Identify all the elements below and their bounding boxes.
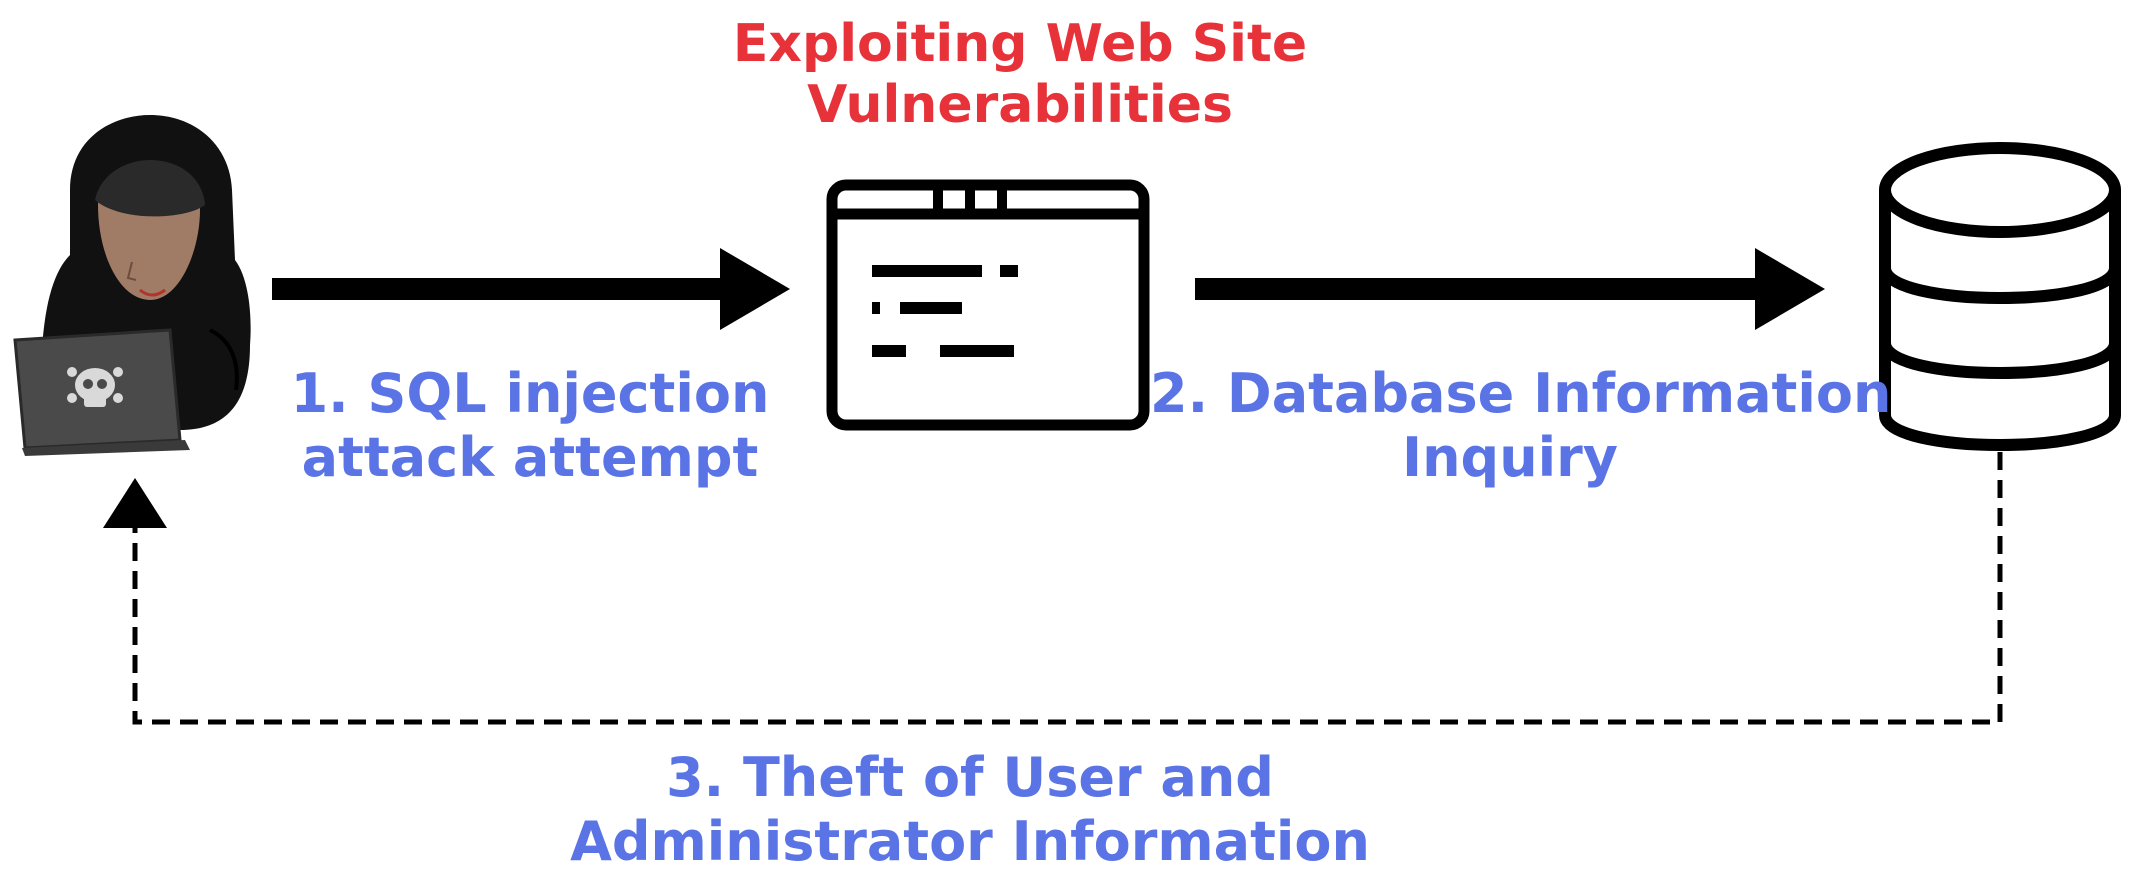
step-2-line-2: Inquiry bbox=[1402, 425, 1618, 489]
diagram-title: Exploiting Web Site Vulnerabilities bbox=[640, 14, 1400, 137]
browser-window-icon bbox=[826, 179, 1150, 431]
arrow-browser-to-database bbox=[1195, 248, 1825, 330]
step-1-line-2: attack attempt bbox=[301, 425, 759, 489]
database-icon bbox=[1879, 142, 2121, 451]
step-2-line-1: 2. Database Information bbox=[1150, 362, 1892, 425]
step-3-line-1: 3. Theft of User and bbox=[666, 746, 1274, 809]
step-1-line-1: 1. SQL injection bbox=[290, 362, 770, 425]
dashed-return-arrow bbox=[103, 452, 2003, 725]
title-line-2: Vulnerabilities bbox=[807, 75, 1233, 136]
hacker-with-laptop-icon bbox=[13, 115, 251, 456]
step-3-label: 3. Theft of User and Administrator Infor… bbox=[560, 746, 1380, 873]
arrow-hacker-to-browser bbox=[272, 248, 790, 330]
title-line-1: Exploiting Web Site bbox=[732, 14, 1308, 74]
skull-icon bbox=[67, 367, 123, 407]
step-2-label: 2. Database Information Inquiry bbox=[1150, 362, 1892, 489]
step-3-line-2: Administrator Information bbox=[570, 809, 1370, 873]
step-1-label: 1. SQL injection attack attempt bbox=[250, 362, 810, 489]
